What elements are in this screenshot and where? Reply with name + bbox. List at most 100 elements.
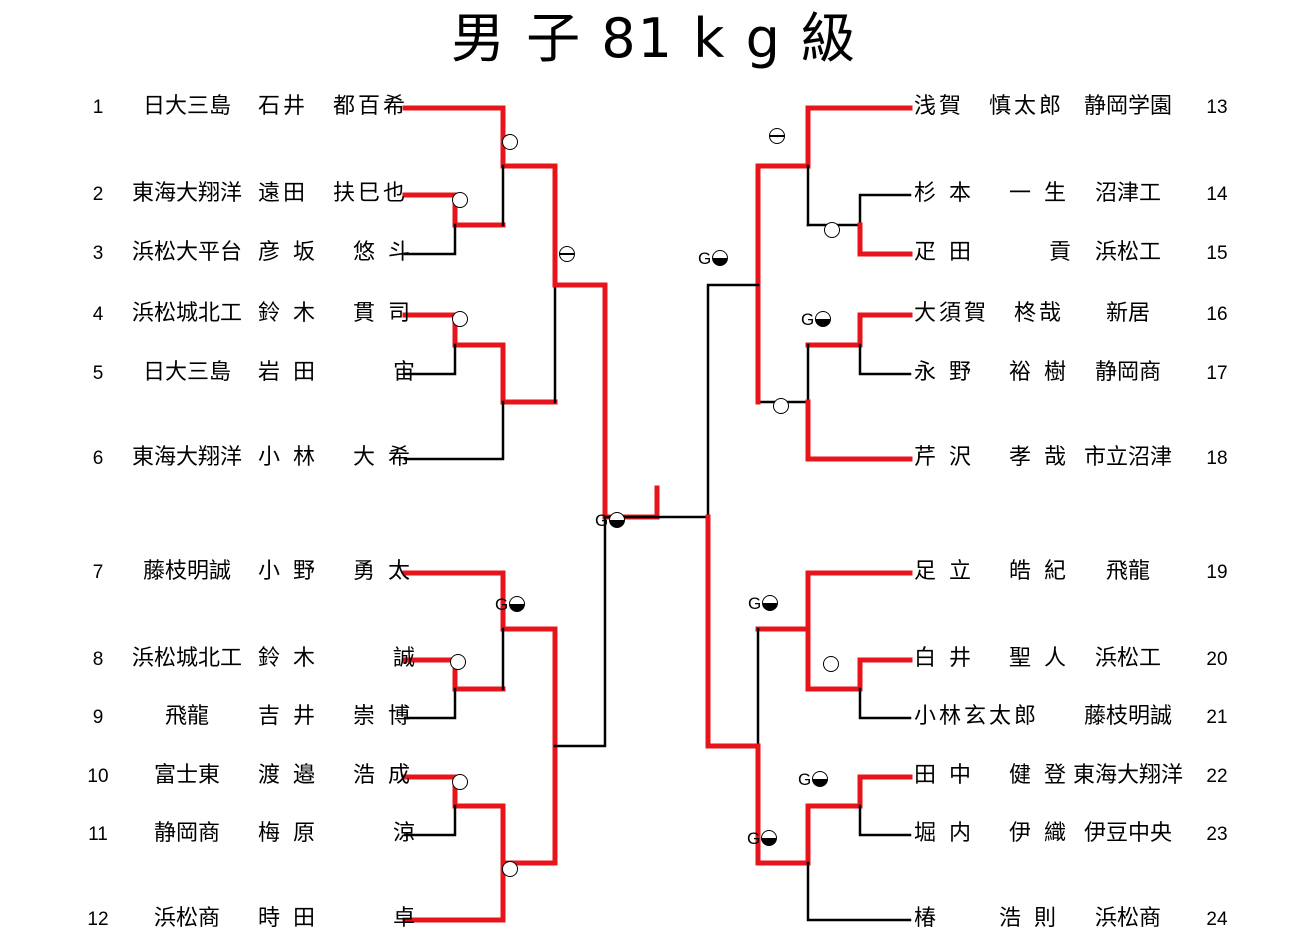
bracket-line [403,804,457,837]
bracket-line [755,743,811,866]
bracket-line [858,687,912,720]
result-mark [501,860,518,880]
entry-seed: 5 [92,363,104,384]
result-mark: G [801,310,832,330]
page-title: 男 子 81 k g 級 [450,7,858,70]
circle-icon [502,861,518,877]
bracket-line [857,222,913,257]
entry-name: 小 野 勇 太 [258,559,413,584]
result-mark: G [698,249,729,269]
bracket-line [403,343,457,376]
entry-name: 白 井 聖 人 [914,646,1069,671]
entry-name: 渡 邉 浩 成 [258,763,413,788]
result-mark: G [747,829,778,849]
result-mark [823,221,840,241]
entry-school: 飛龍 [164,704,209,729]
entry-name: 吉 井 崇 博 [258,704,413,729]
result-mark-prefix: G [495,595,509,614]
result-mark [822,655,839,675]
result-mark: G [748,594,779,614]
result-mark: G [495,595,526,615]
entry-seed: 20 [1206,649,1228,670]
bracket-line [806,861,912,922]
entry-seed: 24 [1206,909,1228,930]
entry-seed: 22 [1206,766,1228,787]
result-mark: G [595,511,626,531]
bracket-line [755,570,913,632]
entry-school: 藤枝明誠 [1083,704,1172,729]
entry-school: 浜松商 [153,906,220,931]
bracket-line [402,192,506,228]
entry-name: 梅 原 涼 [258,821,418,846]
entry-name: 田 中 健 登 [914,763,1069,788]
entry-seed: 17 [1206,363,1228,384]
entry-name: 芹 沢 孝 哉 [914,445,1069,470]
entry-name: 永 野 裕 樹 [914,360,1069,385]
entry-name: 彦 坂 悠 斗 [258,240,413,265]
entry-school: 沼津工 [1094,181,1161,206]
entry-seed: 10 [87,766,109,787]
result-mark: G [798,770,829,790]
bracket-line [706,283,760,519]
circle-icon [452,311,468,327]
entry-name: 鈴 木 誠 [258,646,418,671]
result-mark [451,191,468,211]
entry-seed: 19 [1206,562,1228,583]
result-mark-prefix: G [801,310,815,329]
entry-school: 伊豆中央 [1083,821,1172,846]
entry-name: 足 立 皓 紀 [914,559,1069,584]
entry-seed: 6 [92,448,104,469]
circle-icon [824,222,840,238]
bracket-line [403,687,457,720]
circle-icon [823,656,839,672]
entry-seed: 9 [92,707,104,728]
entry-name: 大須賀 柊哉 [914,301,1065,326]
bracket-line [500,342,558,405]
entry-name: 鈴 木 貫 司 [258,301,413,326]
entry-seed: 12 [87,909,109,930]
entry-seed: 15 [1206,243,1228,264]
result-mark [451,310,468,330]
bracket-line [705,514,761,749]
entry-seed: 3 [92,243,104,264]
entry-school: 新居 [1105,301,1150,326]
circle-icon [452,192,468,208]
entry-seed: 4 [92,304,104,325]
result-mark-prefix: G [798,770,812,789]
entry-seed: 13 [1206,97,1228,118]
half-filled-circle-icon [812,771,829,787]
entry-seed: 2 [92,184,104,205]
entry-name: 疋 田 貢 [914,240,1074,265]
entry-name: 小林玄太郎 [914,704,1040,729]
entry-school: 日大三島 [142,360,231,385]
entry-school: 東海大翔洋 [1072,763,1183,788]
bracket-line [805,312,913,348]
result-mark [451,773,468,793]
bracket-line [402,312,506,348]
entry-name: 椿 浩 則 [914,906,1059,931]
entry-school: 浜松城北工 [131,301,242,326]
result-mark-prefix: G [747,829,761,848]
half-filled-circle-icon [509,596,526,612]
half-filled-circle-icon [815,311,832,327]
entry-name: 堀 内 伊 織 [914,821,1069,846]
result-mark-prefix: G [698,249,712,268]
circle-icon [773,398,789,414]
result-mark [768,127,785,147]
bracket-line [553,515,607,748]
bracket-line [403,223,457,256]
bracket-line [402,743,558,866]
barred-circle-icon [559,246,575,262]
entry-name: 時 田 卓 [258,906,418,931]
barred-circle-icon [769,128,785,144]
bracket-line [858,343,912,376]
entry-school: 東海大翔洋 [131,181,242,206]
entry-name: 杉 本 一 生 [914,181,1069,206]
bracket-line [756,343,810,404]
result-mark-prefix: G [748,594,762,613]
result-mark [449,653,466,673]
entry-seed: 23 [1206,824,1228,845]
entry-school: 浜松商 [1094,906,1161,931]
bracket-line [858,804,912,837]
